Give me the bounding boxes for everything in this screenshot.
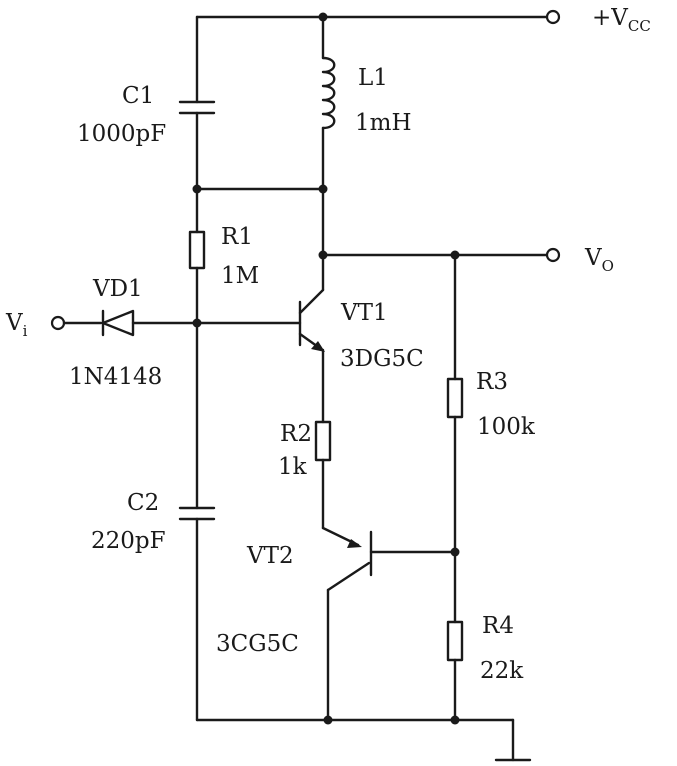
vi-label: Vi	[5, 310, 28, 340]
capacitor-c2	[178, 321, 216, 722]
collector-node	[192, 184, 561, 263]
r2-name: R2	[280, 421, 312, 447]
ground-rail	[195, 715, 532, 762]
vt2-value: 3CG5C	[216, 631, 299, 657]
capacitor-c1	[178, 15, 216, 191]
diode-vd1	[50, 309, 302, 337]
vd1-name: VD1	[92, 276, 143, 302]
vt2-name: VT2	[246, 543, 294, 569]
r1-value: 1M	[221, 263, 259, 289]
inductor-l1	[321, 15, 336, 191]
r3-value: 100k	[477, 414, 536, 440]
r3-name: R3	[476, 369, 508, 395]
c2-value: 220pF	[91, 528, 166, 554]
resistor-r4	[446, 620, 464, 722]
transistor-vt2	[321, 526, 460, 722]
transistor-vt1	[298, 253, 325, 424]
resistor-r2	[314, 420, 332, 530]
vi-terminal[interactable]	[50, 315, 66, 331]
c2-name: C2	[127, 490, 159, 516]
vcc-terminal[interactable]	[545, 9, 561, 25]
vt1-value: 3DG5C	[340, 346, 424, 372]
r4-name: R4	[482, 613, 514, 639]
vcc-label: +VCC	[592, 5, 651, 35]
resistor-r1	[188, 187, 206, 328]
r4-value: 22k	[480, 658, 524, 684]
vo-terminal[interactable]	[545, 247, 561, 263]
c1-value: 1000pF	[77, 121, 166, 147]
l1-value: 1mH	[355, 110, 412, 136]
c1-name: C1	[122, 83, 154, 109]
resistor-r3	[446, 253, 464, 624]
l1-name: L1	[358, 65, 388, 91]
vd1-value: 1N4148	[69, 364, 162, 390]
vt1-name: VT1	[340, 300, 388, 326]
vo-label: VO	[584, 245, 614, 275]
r2-value: 1k	[278, 454, 308, 480]
r1-name: R1	[221, 224, 253, 250]
supply-rail	[195, 9, 561, 25]
